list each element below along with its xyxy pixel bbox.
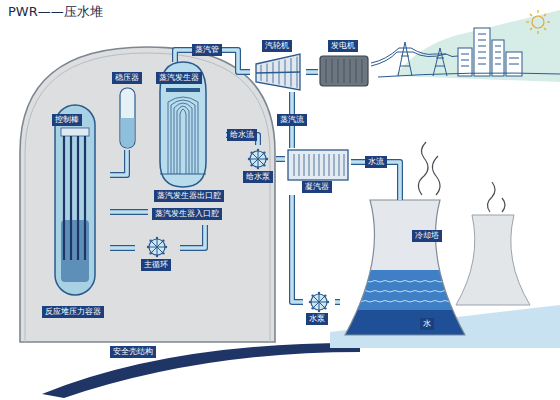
- pipe-connector: [175, 50, 250, 72]
- pipe-fill: [226, 135, 258, 145]
- pipe-connector: [276, 159, 285, 160]
- component-label: 水: [420, 318, 434, 330]
- pipe-fill: [110, 210, 148, 214]
- pipe-outline: [306, 69, 318, 75]
- ground-water-band: [330, 305, 560, 348]
- pipe-label: 水流: [365, 156, 387, 168]
- pipe-connector: [351, 162, 400, 200]
- pipe-connector: [110, 150, 127, 175]
- pipe-outline: [226, 135, 258, 145]
- component-label: 凝汽器: [302, 181, 332, 193]
- pipe-outline: [289, 92, 295, 148]
- pipe-fill: [110, 150, 127, 175]
- ground-line: [378, 73, 560, 77]
- pipe-fill: [180, 225, 205, 248]
- pipe-fill: [290, 92, 294, 148]
- containment-structure: 安全壳结构控制棒反应堆压力容器稳压器蒸汽发生器蒸汽发生器出口腔蒸汽发生器入口腔主…: [15, 42, 280, 368]
- component-label: 蒸汽发生器出口腔: [154, 190, 224, 202]
- component-label: 安全壳结构: [110, 346, 156, 358]
- pipe-label: 蒸汽流: [277, 114, 307, 126]
- pipe-outline: [110, 209, 148, 215]
- component-label: 蒸汽发生器: [156, 72, 202, 84]
- landscape-area: [395, 10, 560, 82]
- component-label: 发电机: [328, 40, 358, 52]
- component-label: 水泵: [306, 313, 328, 325]
- coolant-pump: 主循环: [135, 232, 180, 272]
- component-label: 稳压器: [112, 72, 142, 84]
- pipe-outline: [110, 150, 127, 175]
- pipe-outline: [175, 50, 250, 72]
- steam-generator: 蒸汽发生器蒸汽发生器出口腔蒸汽发生器入口腔: [148, 62, 226, 225]
- pipe-fill: [306, 70, 318, 74]
- pipe-outline: [180, 225, 205, 248]
- pipe-label: 蒸汽管: [192, 44, 222, 56]
- pipe-outline: [276, 156, 285, 162]
- generator: 发电机: [318, 40, 370, 90]
- pipe-outline: [292, 195, 303, 302]
- pipe-fill: [335, 300, 340, 304]
- pipe-connector: [110, 212, 148, 213]
- component-label: 蒸汽发生器入口腔: [152, 208, 222, 220]
- pipe-fill: [351, 162, 400, 200]
- pipe-fill: [276, 157, 285, 161]
- water-pump: 水泵: [303, 290, 335, 326]
- power-pylons: [371, 42, 458, 76]
- pressurizer: 稳压器: [110, 72, 145, 150]
- pipe-connector: [335, 302, 340, 303]
- pipe-outline: [351, 162, 400, 200]
- component-label: 汽轮机: [262, 40, 292, 52]
- sun: [526, 10, 550, 34]
- pipe-fill: [175, 50, 250, 72]
- pipe-connector: [292, 92, 293, 148]
- pipe-connector: [292, 195, 303, 302]
- component-label: 给水泵: [243, 171, 273, 183]
- pipe-connector: [306, 72, 318, 73]
- second-cooling-tower: [456, 215, 530, 305]
- ground-band: [42, 343, 360, 398]
- pipe-outline: [110, 245, 135, 251]
- turbine: 汽轮机: [250, 40, 306, 92]
- component-label: 控制棒: [52, 114, 82, 126]
- cooling-tower-shape: [340, 200, 470, 340]
- pipe-outline: [335, 299, 340, 305]
- pipe-fill: [110, 246, 135, 250]
- reactor-pressure-vessel: 控制棒反应堆压力容器: [40, 100, 110, 322]
- component-label: 反应堆压力容器: [42, 306, 104, 318]
- city-buildings: [458, 28, 522, 76]
- cooling-tower: 冷却塔水: [340, 200, 470, 340]
- component-label: 冷却塔: [412, 230, 442, 242]
- component-label: 主循环: [141, 259, 171, 271]
- feedwater-pump: 给水泵: [240, 145, 276, 187]
- pipe-connector: [180, 225, 205, 248]
- pipe-label: 给水流: [227, 129, 257, 141]
- diagram-title: PWR——压水堆: [8, 4, 103, 20]
- pipe-fill: [292, 195, 303, 302]
- reactor-pressure-vessel-shape: [40, 100, 110, 322]
- pipe-connector: [226, 135, 258, 145]
- condenser: 凝汽器: [285, 148, 351, 195]
- pipe-connector: [110, 248, 135, 249]
